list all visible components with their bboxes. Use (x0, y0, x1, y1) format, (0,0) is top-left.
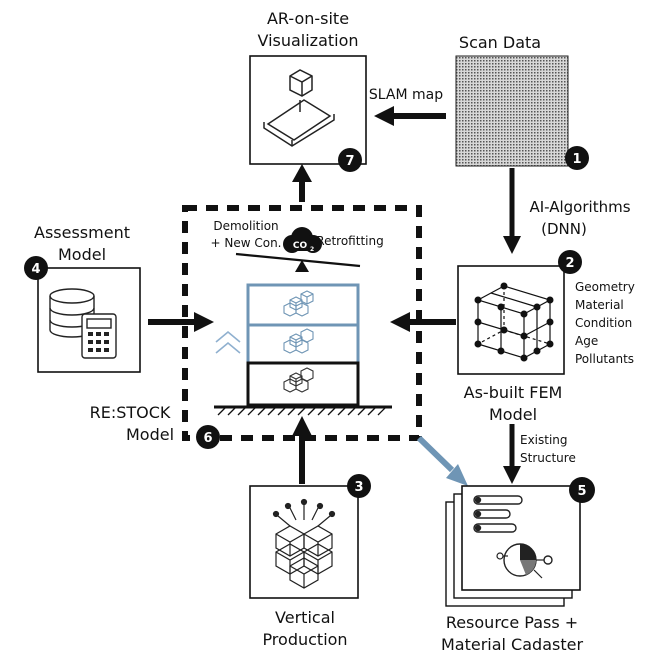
assessment-node: Assessment Model 4 (24, 223, 141, 373)
scan-node: Scan Data 1 (455, 33, 589, 170)
restock-title-line2: Model (126, 425, 174, 444)
restock-number-badge (196, 425, 220, 449)
fem-node: 2 Geometry Material Condition Age Pollut… (457, 250, 635, 424)
resource-number: 5 (577, 484, 586, 499)
scan-point-cloud (455, 55, 569, 167)
balance-beam (235, 252, 361, 268)
demolition-label-line2: + New Con. (211, 236, 282, 250)
slam-label: SLAM map (369, 87, 443, 103)
ar-node: AR-on-site Visualization 7 (249, 9, 367, 172)
assessment-number-badge (24, 256, 48, 280)
chevron-up-icon (215, 330, 241, 354)
scan-number: 1 (572, 152, 581, 167)
restock-title-line1: RE:STOCK (90, 403, 171, 422)
scan-title: Scan Data (459, 33, 541, 52)
ar-title-line1: AR-on-site (267, 9, 349, 28)
fem-mesh-icon (474, 282, 554, 362)
ai-arrow (503, 168, 521, 254)
co2-label: CO (293, 241, 308, 251)
ar-box (249, 55, 367, 165)
fem-prop-0: Geometry (575, 280, 635, 294)
fem-prop-4: Pollutants (575, 352, 634, 366)
scan-number-badge (565, 146, 589, 170)
vertical-number-badge (347, 474, 371, 498)
ai-label-line2: (DNN) (541, 220, 587, 238)
balance-fulcrum (295, 260, 309, 272)
vertical-node: 3 Vertical Production (249, 474, 371, 649)
assessment-title-line1: Assessment (34, 223, 130, 242)
restock-number: 6 (203, 431, 212, 446)
demolition-label-line1: Demolition (213, 219, 278, 233)
existing-structure-arrow (503, 424, 521, 484)
assessment-to-restock-arrow (148, 312, 214, 332)
ground-hatch (214, 405, 392, 416)
ar-number-badge (338, 148, 362, 172)
resource-node: 5 Resource Pass + Material Cadaster (441, 477, 595, 654)
restock-to-ar-arrow (292, 164, 312, 202)
fem-number: 2 (565, 256, 574, 271)
existing-label-line1: Existing (520, 433, 568, 447)
pie-chart-icon (496, 543, 553, 579)
existing-label-line2: Structure (520, 451, 576, 465)
resource-title-line1: Resource Pass + (446, 613, 578, 632)
fem-prop-3: Age (575, 334, 598, 348)
slam-arrow (374, 106, 446, 126)
resource-document-icon (473, 495, 523, 533)
co2-cloud-icon (283, 227, 322, 253)
vertical-title-line1: Vertical (275, 608, 335, 627)
resource-title-line2: Material Cadaster (441, 635, 583, 654)
ar-tablet-icon (263, 69, 335, 147)
fem-to-restock-arrow (390, 312, 456, 332)
building-frame (246, 283, 360, 407)
assessment-title-line2: Model (58, 245, 106, 264)
network-cubes-icon (272, 498, 336, 589)
material-cubes-lower (283, 367, 314, 393)
material-cubes-middle (283, 328, 314, 354)
fem-prop-1: Material (575, 298, 624, 312)
database-calculator-icon (49, 288, 117, 359)
ar-number: 7 (345, 154, 354, 169)
co2-subscript: 2 (310, 246, 314, 253)
assessment-number: 4 (31, 262, 40, 277)
fem-prop-2: Condition (575, 316, 632, 330)
restock-to-resource-arrow (416, 435, 468, 486)
restock-dashed-frame (182, 205, 422, 441)
restock-node: Demolition + New Con. Retrofitting CO 2 (90, 205, 422, 449)
vertical-number: 3 (354, 480, 363, 495)
resource-number-badge (569, 477, 595, 503)
fem-title-line2: Model (489, 405, 537, 424)
fem-title-line1: As-built FEM (464, 383, 563, 402)
ar-title-line2: Visualization (257, 31, 358, 50)
retrofitting-label: Retrofitting (316, 234, 383, 248)
material-cubes-upper (283, 290, 314, 317)
vertical-title-line2: Production (262, 630, 347, 649)
vertical-to-restock-arrow (292, 416, 312, 484)
ai-label-line1: AI-Algorithms (529, 198, 630, 216)
fem-number-badge (558, 250, 582, 274)
